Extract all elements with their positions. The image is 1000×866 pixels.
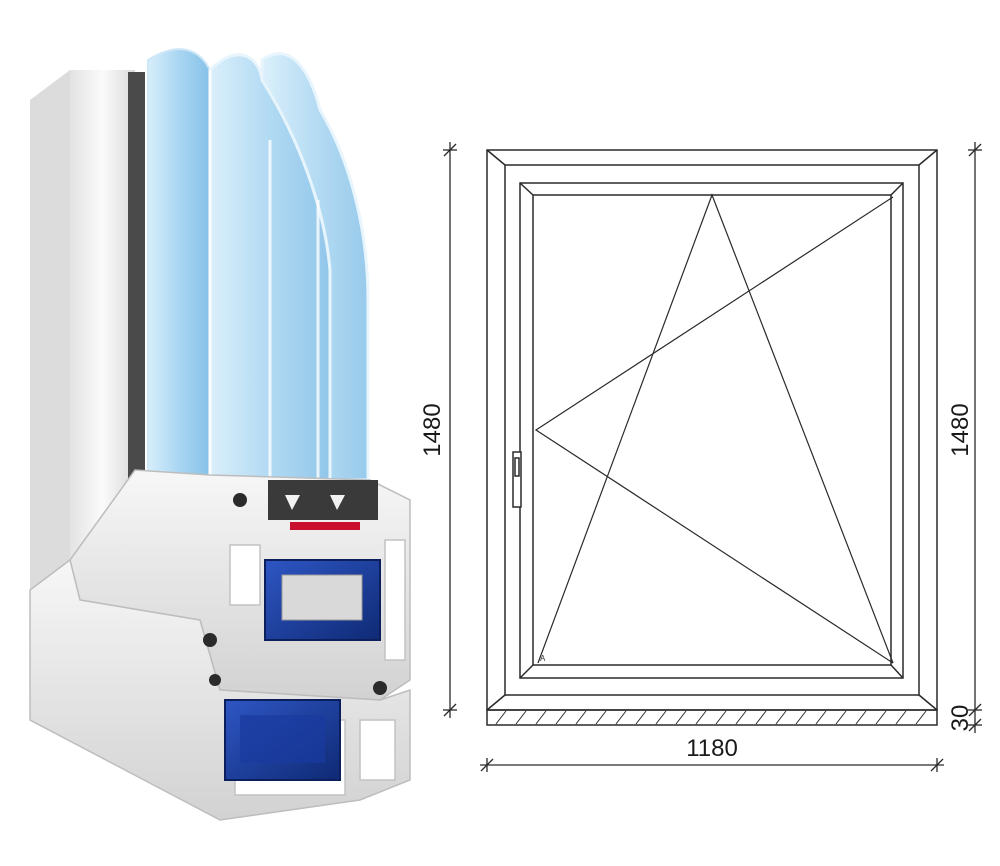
frame-side-face <box>30 70 70 590</box>
sill-height-label: 30 <box>947 705 974 732</box>
dimension-right <box>968 142 982 733</box>
gasket-3 <box>373 681 387 695</box>
height-label-right: 1480 <box>947 403 974 456</box>
sash-outer <box>519 182 904 679</box>
tilt-opening-lines <box>537 193 894 664</box>
dimension-bottom <box>480 758 944 772</box>
window-handle <box>512 451 522 508</box>
outer-frame <box>486 149 938 711</box>
sill-hatching <box>495 710 927 725</box>
turn-opening-lines <box>534 196 894 664</box>
gasket-4 <box>209 674 221 686</box>
glass-pane-1 <box>147 48 211 481</box>
frame-front-face <box>70 70 135 560</box>
width-label-bottom: 1180 <box>686 735 738 762</box>
window-technical-drawing <box>486 149 938 726</box>
glass-pane-3 <box>260 52 370 482</box>
triple-glazing <box>147 48 370 482</box>
profile-cross-section <box>29 48 411 821</box>
sash-bead <box>128 72 145 480</box>
frame-inner-edge <box>504 164 920 696</box>
height-label-left: 1480 <box>419 403 446 456</box>
gasket-2 <box>203 633 217 647</box>
window-sill <box>486 709 938 726</box>
sash-inner <box>532 194 892 666</box>
glass-spacers <box>268 480 378 530</box>
gasket-1 <box>233 493 247 507</box>
dimension-left <box>443 142 457 718</box>
corner-mark: A <box>540 654 546 663</box>
